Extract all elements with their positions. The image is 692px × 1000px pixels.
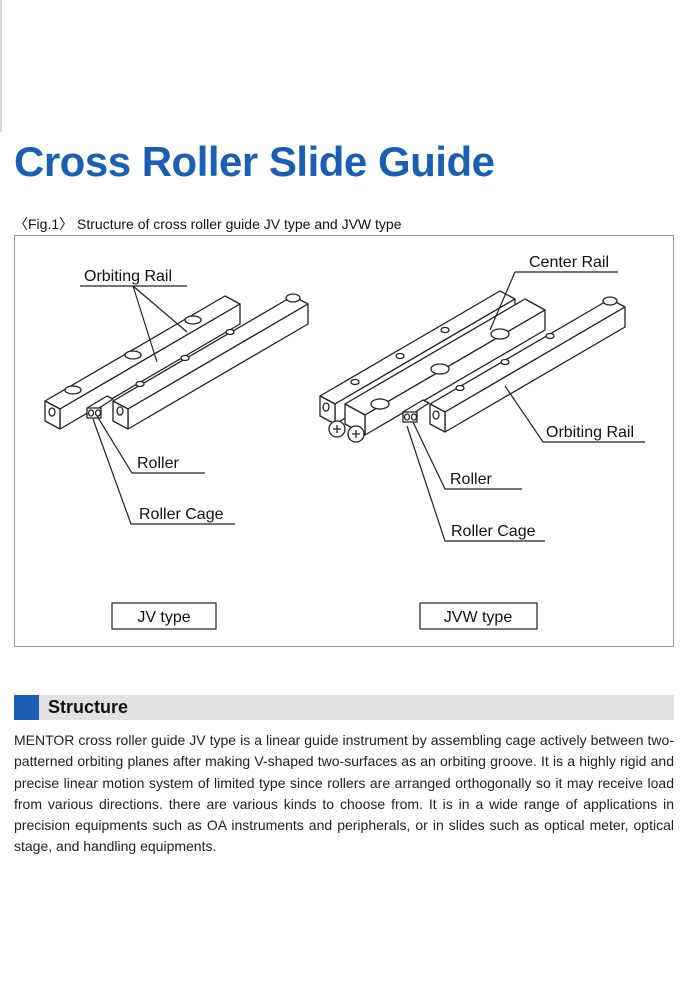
section-body: MENTOR cross roller guide JV type is a l… [14,732,674,855]
section-marker [14,695,39,720]
jvw-roller-leader [412,421,522,490]
jv-front-rail [112,293,309,430]
jvw-type-label: JVW type [444,609,513,626]
jv-orbiting-rail-label: Orbiting Rail [84,268,172,285]
jv-roller-cage-leader [92,418,235,525]
jvw-orbiting-rail-leader [504,385,645,443]
jvw-roller-label: Roller [450,471,492,488]
section-header: Structure [14,695,674,720]
jvw-center-rail-label: Center Rail [529,254,609,271]
jvw-roller-cage-leader [406,425,545,542]
jv-orbiting-rail-leader [80,285,188,363]
section-title: Structure [48,697,129,717]
jv-roller-label: Roller [137,455,179,472]
jvw-roller-cage [402,399,430,423]
jvw-roller-cage-label: Roller Cage [451,523,536,540]
jv-type-box [111,602,217,630]
jv-roller-leader [96,415,205,474]
jvw-center-rail-leader [489,271,618,331]
left-edge-mark [0,0,2,132]
figure-caption: 〈Fig.1〉 Structure of cross roller guide … [14,216,402,232]
guide-structure-illustration: Orbiting Rail Roller Roller Cage Center … [44,254,645,630]
figure-box: Orbiting Rail Roller Roller Cage Center … [14,235,674,647]
jvw-type-box [419,602,538,630]
jvw-orbiting-rail-label: Orbiting Rail [546,424,634,441]
page-title: Cross Roller Slide Guide [14,138,495,185]
jv-roller-cage-label: Roller Cage [139,506,224,523]
jv-roller-cage [86,395,114,419]
jvw-front-rail [429,296,626,433]
jv-type-label: JV type [137,609,190,626]
jvw-center-rail [328,298,546,443]
